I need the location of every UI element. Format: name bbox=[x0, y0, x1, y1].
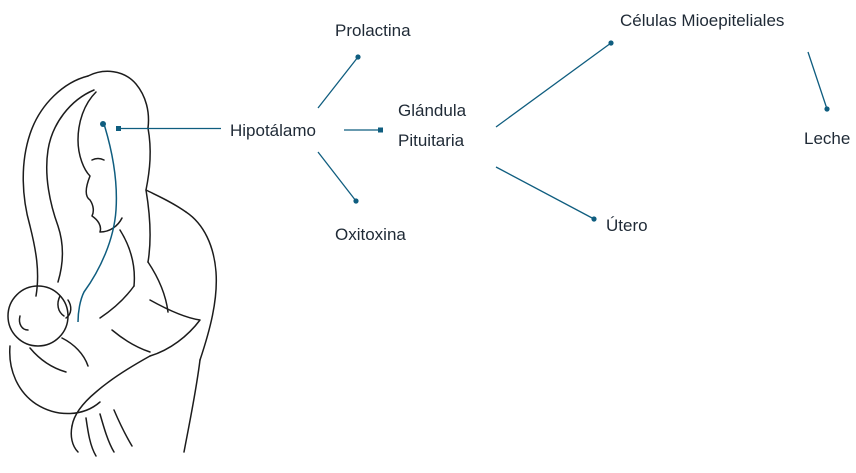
oxitoxina-arrow-dot bbox=[353, 198, 358, 203]
baby-hand bbox=[58, 296, 71, 318]
mother-dress-seam bbox=[112, 330, 150, 352]
label-utero: Útero bbox=[606, 216, 648, 235]
connectors bbox=[116, 40, 830, 221]
brain-marker-dot bbox=[100, 121, 106, 127]
label-oxitoxina: Oxitoxina bbox=[335, 225, 406, 244]
mother-arm bbox=[72, 356, 150, 426]
mother-hair-crown bbox=[88, 71, 149, 128]
label-celulas-mioepiteliales: Células Mioepiteliales bbox=[620, 11, 784, 30]
prolactina-arrow-dot bbox=[355, 54, 360, 59]
mother-back bbox=[184, 360, 200, 452]
label-prolactina: Prolactina bbox=[335, 21, 411, 40]
label-glandula-line1: Glándula bbox=[398, 101, 467, 120]
mother-collar bbox=[120, 190, 150, 286]
mother-neck bbox=[146, 128, 186, 212]
utero-arrow-dot bbox=[591, 216, 596, 221]
label-leche: Leche bbox=[804, 129, 850, 148]
glandula-to-utero-line bbox=[496, 167, 594, 219]
mother-hand bbox=[71, 410, 132, 456]
brain-connector-square bbox=[116, 126, 121, 131]
nerve-pathway bbox=[78, 124, 116, 322]
glandula-to-celulas-line bbox=[496, 43, 611, 127]
celulas-arrow-dot bbox=[608, 40, 613, 45]
baby-head bbox=[8, 286, 68, 346]
mother-hair-outline bbox=[23, 76, 88, 296]
baby-blanket bbox=[10, 338, 100, 414]
leche-arrow-dot bbox=[824, 106, 829, 111]
node-labels: Prolactina Hipotálamo Glándula Pituitari… bbox=[230, 11, 850, 244]
baby-ear bbox=[19, 316, 28, 330]
hipotalamo-to-oxitoxina-line bbox=[318, 152, 356, 201]
hipotalamo-to-prolactina-line bbox=[318, 57, 358, 108]
mother-sleeve bbox=[150, 300, 200, 356]
mother-shoulder bbox=[186, 212, 216, 360]
mother-eye bbox=[92, 159, 104, 161]
celulas-to-leche-line bbox=[808, 52, 827, 109]
glandula-arrow-square bbox=[378, 128, 383, 133]
label-hipotalamo: Hipotálamo bbox=[230, 121, 316, 140]
label-glandula-line2: Pituitaria bbox=[398, 131, 465, 150]
